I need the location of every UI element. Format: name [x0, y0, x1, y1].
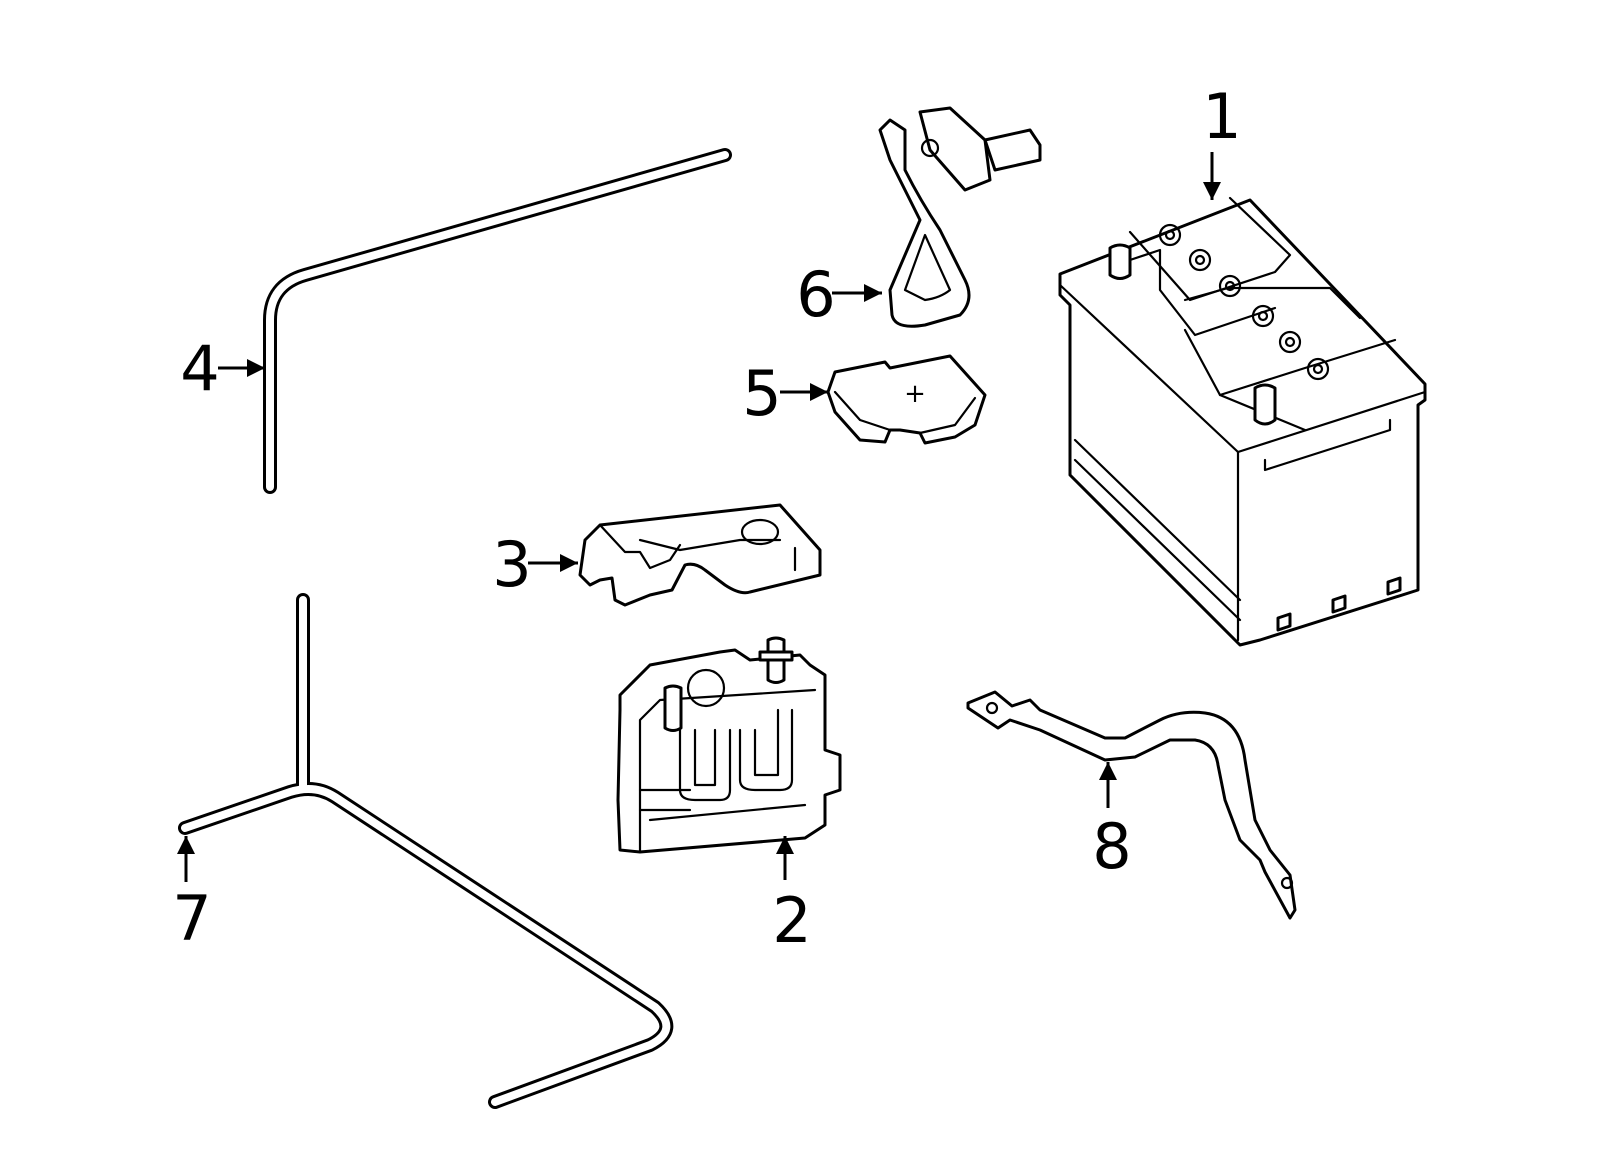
battery — [1058, 196, 1427, 647]
positive-cable — [878, 106, 1042, 328]
callout-7: 7 — [172, 882, 211, 955]
callout-3: 3 — [492, 528, 531, 601]
plus-symbol: + — [904, 379, 926, 409]
leader-lines — [177, 152, 1221, 882]
callout-1: 1 — [1202, 80, 1241, 153]
callout-labels: 1 2 3 4 5 6 7 8 — [172, 80, 1241, 957]
callout-4: 4 — [180, 332, 219, 405]
positive-terminal-cover: + — [826, 354, 987, 445]
callout-8: 8 — [1092, 810, 1131, 883]
callout-2: 2 — [772, 884, 811, 957]
ground-strap — [966, 690, 1297, 920]
vent-tube-lower — [178, 593, 674, 1109]
battery-tray — [616, 636, 842, 854]
callout-5: 5 — [742, 357, 781, 430]
terminal-bracket — [578, 503, 822, 607]
vent-tube-upper — [263, 148, 732, 494]
callout-6: 6 — [796, 258, 835, 331]
